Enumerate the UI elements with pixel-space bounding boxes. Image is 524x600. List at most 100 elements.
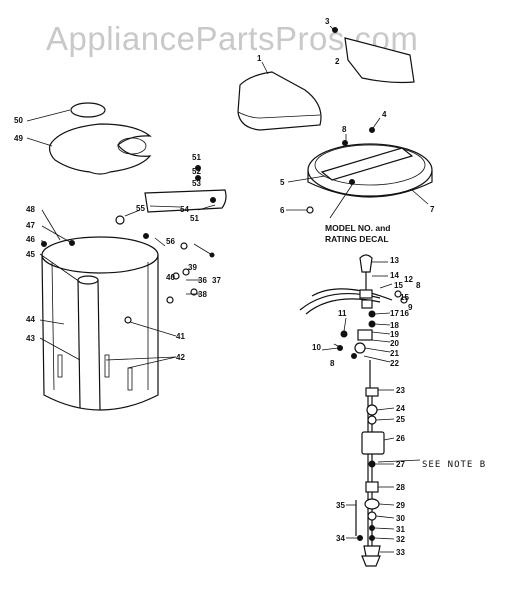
grommet-part	[115, 215, 125, 225]
tub-center-post-right	[97, 279, 101, 411]
pump-body	[361, 431, 385, 455]
decal-label-line2: RATING DECAL	[325, 234, 389, 244]
callout-55: 55	[136, 204, 145, 213]
decal-label-line1: MODEL NO. and	[325, 223, 391, 233]
lid-assembly	[237, 27, 433, 214]
screw-part	[357, 535, 363, 541]
vent-tube	[144, 189, 227, 213]
connector-part	[359, 289, 373, 299]
callout-20: 20	[390, 339, 399, 348]
callout-29: 29	[396, 501, 405, 510]
callout-39: 39	[188, 263, 197, 272]
callout-8: 8	[416, 281, 421, 290]
oring-part	[368, 310, 376, 318]
washer-part	[190, 288, 198, 296]
callout-13: 13	[390, 256, 399, 265]
callout-56: 56	[166, 237, 175, 246]
callout-14: 14	[390, 271, 399, 280]
screw-part	[369, 127, 375, 133]
tub-center-post	[77, 279, 81, 409]
screw-part	[332, 27, 338, 33]
callout-36: 36	[198, 276, 207, 285]
lid-leader-lines	[261, 25, 429, 219]
connector-part	[361, 299, 373, 309]
callout-6: 6	[280, 206, 285, 215]
lid-edge	[237, 111, 321, 119]
washer-part	[367, 511, 377, 521]
clip-part	[180, 242, 188, 250]
valve-body	[357, 329, 373, 341]
left-leader-lines	[26, 109, 216, 369]
callout-25: 25	[396, 415, 405, 424]
callout-15b: 15	[394, 281, 403, 290]
screw-part	[69, 240, 75, 246]
callout-19: 19	[390, 330, 399, 339]
callout-30: 30	[396, 514, 405, 523]
callout-15: 15	[400, 293, 409, 302]
screw-part	[342, 140, 348, 146]
fitting-part	[400, 296, 408, 304]
callout-31: 31	[396, 525, 405, 534]
oring-part	[340, 330, 348, 338]
screw-part	[349, 179, 355, 185]
callout-42: 42	[176, 353, 185, 362]
callout-51b: 51	[190, 214, 199, 223]
callout-4: 4	[382, 110, 387, 119]
sleeve-part	[365, 481, 379, 493]
callout-2: 2	[335, 57, 340, 66]
callout-7: 7	[430, 205, 435, 214]
hose-part	[311, 288, 393, 301]
clip-part	[369, 525, 375, 531]
washer-part	[182, 268, 190, 276]
bushing-part	[364, 498, 380, 510]
callout-23: 23	[396, 386, 405, 395]
callout-labels: 1 2 3 4 5 6 7 8 12 8 15 16 13 14 15 9 17…	[14, 17, 435, 557]
callout-1: 1	[257, 54, 262, 63]
fitting-part	[394, 290, 402, 298]
callout-48: 48	[26, 205, 35, 214]
callout-49: 49	[14, 134, 23, 143]
callout-38: 38	[198, 290, 207, 299]
callout-10: 10	[312, 343, 321, 352]
callout-37: 37	[212, 276, 221, 285]
callout-50: 50	[14, 116, 23, 125]
callout-53: 53	[192, 179, 201, 188]
screw-part	[41, 241, 47, 247]
oring-part	[368, 320, 376, 328]
callout-8-shaft: 8	[330, 359, 335, 368]
callout-16: 16	[400, 309, 409, 318]
tub-inner-line	[51, 261, 55, 391]
note-text: SEE NOTE B	[422, 460, 486, 470]
callout-3: 3	[325, 17, 330, 26]
screw-part	[143, 233, 149, 239]
cabinet-top-inner	[314, 144, 426, 186]
callout-44: 44	[26, 315, 35, 324]
callout-24: 24	[396, 404, 405, 413]
bumper-part	[306, 206, 314, 214]
callout-45: 45	[26, 250, 35, 259]
lid-part	[237, 71, 322, 131]
cabinet-top-skirt	[307, 170, 433, 198]
nut-part	[172, 272, 180, 280]
callout-26: 26	[396, 434, 405, 443]
cover-shield	[344, 37, 415, 84]
callout-46: 46	[26, 235, 35, 244]
callout-28: 28	[396, 483, 405, 492]
tub-assembly	[41, 102, 227, 411]
seal-part	[367, 415, 377, 425]
baffle-plate	[48, 123, 152, 175]
base-part	[361, 555, 381, 567]
center-bar	[320, 147, 414, 181]
callout-8-lid: 8	[342, 125, 347, 134]
callout-21: 21	[390, 349, 399, 358]
callout-47: 47	[26, 221, 35, 230]
callout-52: 52	[192, 167, 201, 176]
callout-5: 5	[280, 178, 285, 187]
callout-12: 12	[404, 275, 413, 284]
tub-body	[41, 254, 159, 411]
spring-part	[368, 460, 376, 468]
callout-35: 35	[336, 501, 345, 510]
callout-9: 9	[408, 303, 413, 312]
drain-fitting	[124, 316, 132, 324]
